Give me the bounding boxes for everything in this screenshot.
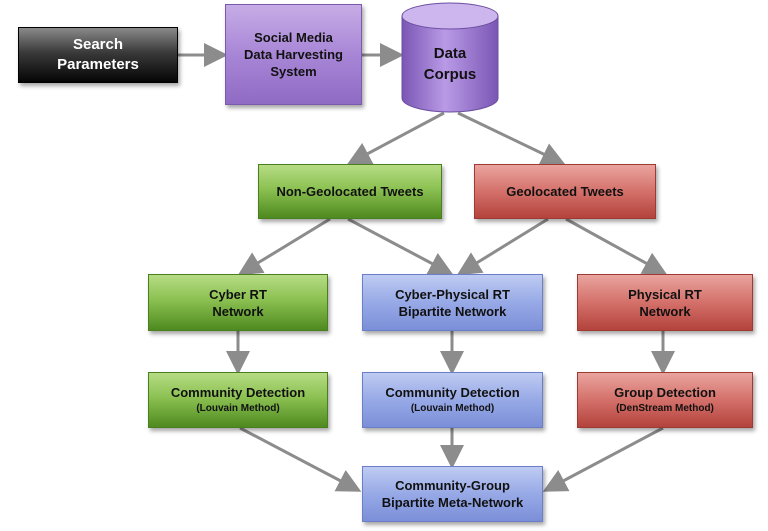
community-detection-left-title: Community Detection [170,385,306,400]
cyber-physical-line2: Bipartite Network [398,303,507,319]
group-detection-box: Group Detection (DenStream Method) [577,372,753,428]
group-detection-title: Group Detection [614,385,716,400]
database-icon [401,2,499,113]
physical-rt-line2: Network [639,303,691,319]
data-corpus-line1: Data [433,45,467,62]
physical-rt-network-box: Physical RT Network [577,274,753,331]
cyber-rt-line2: Network [212,303,264,319]
edge-geo-to-physical [565,217,668,275]
edge-community-left-to-meta [239,426,362,492]
physical-rt-line1: Physical RT [628,286,702,302]
data-corpus-cylinder: Data Corpus [401,2,499,114]
cyber-physical-line1: Cyber-Physical RT [395,286,510,302]
data-corpus-line2: Corpus [423,66,477,83]
community-detection-mid-box: Community Detection (Louvain Method) [362,372,543,428]
cyber-physical-rt-box: Cyber-Physical RT Bipartite Network [362,274,543,331]
harvesting-system-line3: System [270,64,317,79]
non-geolocated-label: Non-Geolocated Tweets [276,184,424,199]
meta-network-box: Community-Group Bipartite Meta-Network [362,466,543,522]
harvesting-system-line2: Data Harvesting [244,47,343,62]
cyber-rt-network-box: Cyber RT Network [148,274,328,331]
edge-nongeo-to-cyber [237,217,331,276]
search-parameters-box: Search Parameters [18,27,178,83]
geolocated-tweets-box: Geolocated Tweets [474,164,656,219]
edge-corpus-to-geo [457,111,566,166]
harvesting-system-box: Social Media Data Harvesting System [225,4,362,105]
community-detection-mid-title: Community Detection [385,385,520,400]
search-parameters-line1: Search [72,36,124,53]
cyber-rt-line1: Cyber RT [209,286,267,302]
geolocated-label: Geolocated Tweets [506,184,624,199]
harvesting-system-line1: Social Media [254,30,333,45]
search-parameters-line2: Parameters [57,56,139,73]
edge-nongeo-to-cyberphys [347,217,454,275]
meta-network-line1: Community-Group [395,478,510,493]
community-detection-left-box: Community Detection (Louvain Method) [148,372,328,428]
edge-corpus-to-nongeo [346,111,445,165]
community-detection-mid-method: (Louvain Method) [410,403,495,414]
meta-network-line2: Bipartite Meta-Network [381,495,524,510]
edge-geo-to-cyberphys [456,217,549,276]
non-geolocated-tweets-box: Non-Geolocated Tweets [258,164,442,219]
community-detection-left-method: (Louvain Method) [196,403,280,414]
group-detection-method: (DenStream Method) [616,403,714,414]
edge-group-to-meta [542,426,664,492]
